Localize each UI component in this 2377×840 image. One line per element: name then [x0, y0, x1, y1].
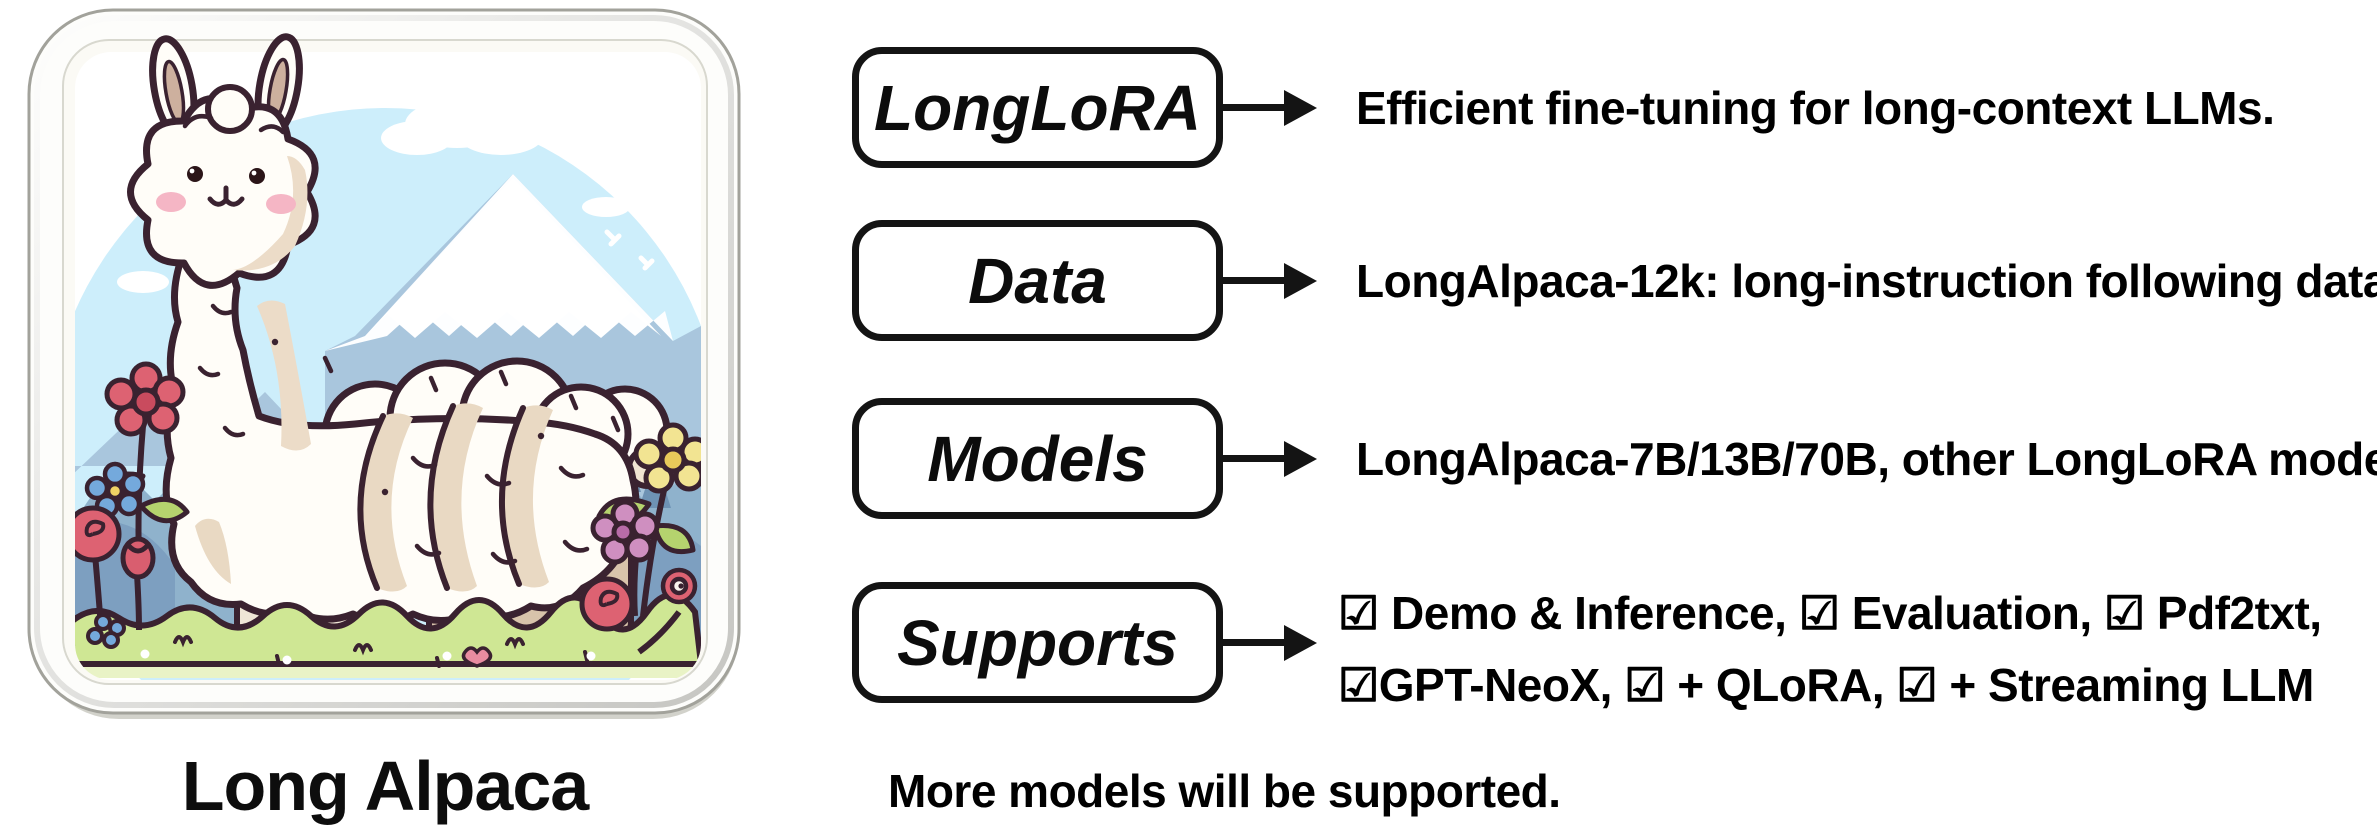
data-description: LongAlpaca-12k: long-instruction followi… — [1356, 254, 2377, 307]
footer-note: More models will be supported. — [888, 765, 1561, 817]
right-arrow-icon — [1223, 624, 1318, 661]
supports-box: Supports — [852, 582, 1223, 703]
clouds — [117, 100, 655, 293]
tiny-blue-flower — [86, 613, 126, 649]
pink-flower — [590, 499, 660, 565]
supports-description-line-1: ☑ Demo & Inference, ☑ Evaluation, ☑ Pdf2… — [1338, 586, 2322, 639]
flow-row-longlora: LongLoRA Efficient fine-tuning for long-… — [852, 47, 2275, 168]
longlora-box-label: LongLoRA — [874, 71, 1201, 144]
arrow-head — [1284, 262, 1317, 299]
alpaca-head — [127, 33, 319, 289]
forelock — [205, 84, 255, 134]
long-alpaca-logo-image — [27, 8, 741, 719]
arrow-head — [1284, 440, 1317, 477]
arrow-shaft — [1223, 104, 1286, 111]
longlora-box: LongLoRA — [852, 47, 1223, 168]
flow-row-supports: Supports ☑ Demo & Inference, ☑ Evaluatio… — [852, 582, 2322, 711]
red-daisy — [104, 361, 186, 437]
models-box-label: Models — [927, 422, 1148, 495]
heart — [461, 646, 493, 668]
wool-marks — [197, 303, 621, 565]
arrow-shaft — [1223, 639, 1286, 646]
red-spiral-flower — [75, 505, 122, 563]
right-arrow-icon — [1223, 440, 1318, 477]
left-ear — [149, 35, 198, 142]
small-red-bloom — [660, 567, 698, 605]
supports-description: ☑ Demo & Inference, ☑ Evaluation, ☑ Pdf2… — [1338, 577, 2322, 721]
models-description: LongAlpaca-7B/13B/70B, other LongLoRA mo… — [1356, 432, 2377, 485]
arrow-shaft — [1223, 277, 1286, 284]
flowers — [75, 361, 701, 655]
data-box: Data — [852, 220, 1223, 341]
body-rolls — [357, 403, 553, 592]
flow-row-data: Data LongAlpaca-12k: long-instruction fo… — [852, 220, 2377, 341]
models-box: Models — [852, 398, 1223, 519]
arrow-head — [1284, 624, 1317, 661]
supports-box-label: Supports — [897, 606, 1178, 679]
yellow-daisy — [633, 422, 701, 494]
arrow-head — [1284, 89, 1317, 126]
data-box-label: Data — [968, 244, 1107, 317]
logo-caption: Long Alpaca — [181, 747, 589, 825]
red-spiral-flower-right — [579, 576, 635, 632]
right-arrow-icon — [1223, 262, 1318, 299]
flow-row-models: Models LongAlpaca-7B/13B/70B, other Long… — [852, 398, 2377, 519]
tulip-bud — [120, 536, 156, 580]
supports-description-line-2: ☑GPT-NeoX, ☑ + QLoRA, ☑ + Streaming LLM — [1338, 658, 2314, 711]
longlora-description: Efficient fine-tuning for long-context L… — [1356, 81, 2275, 134]
right-arrow-icon — [1223, 89, 1318, 126]
face — [156, 166, 296, 214]
arrow-shaft — [1223, 455, 1286, 462]
